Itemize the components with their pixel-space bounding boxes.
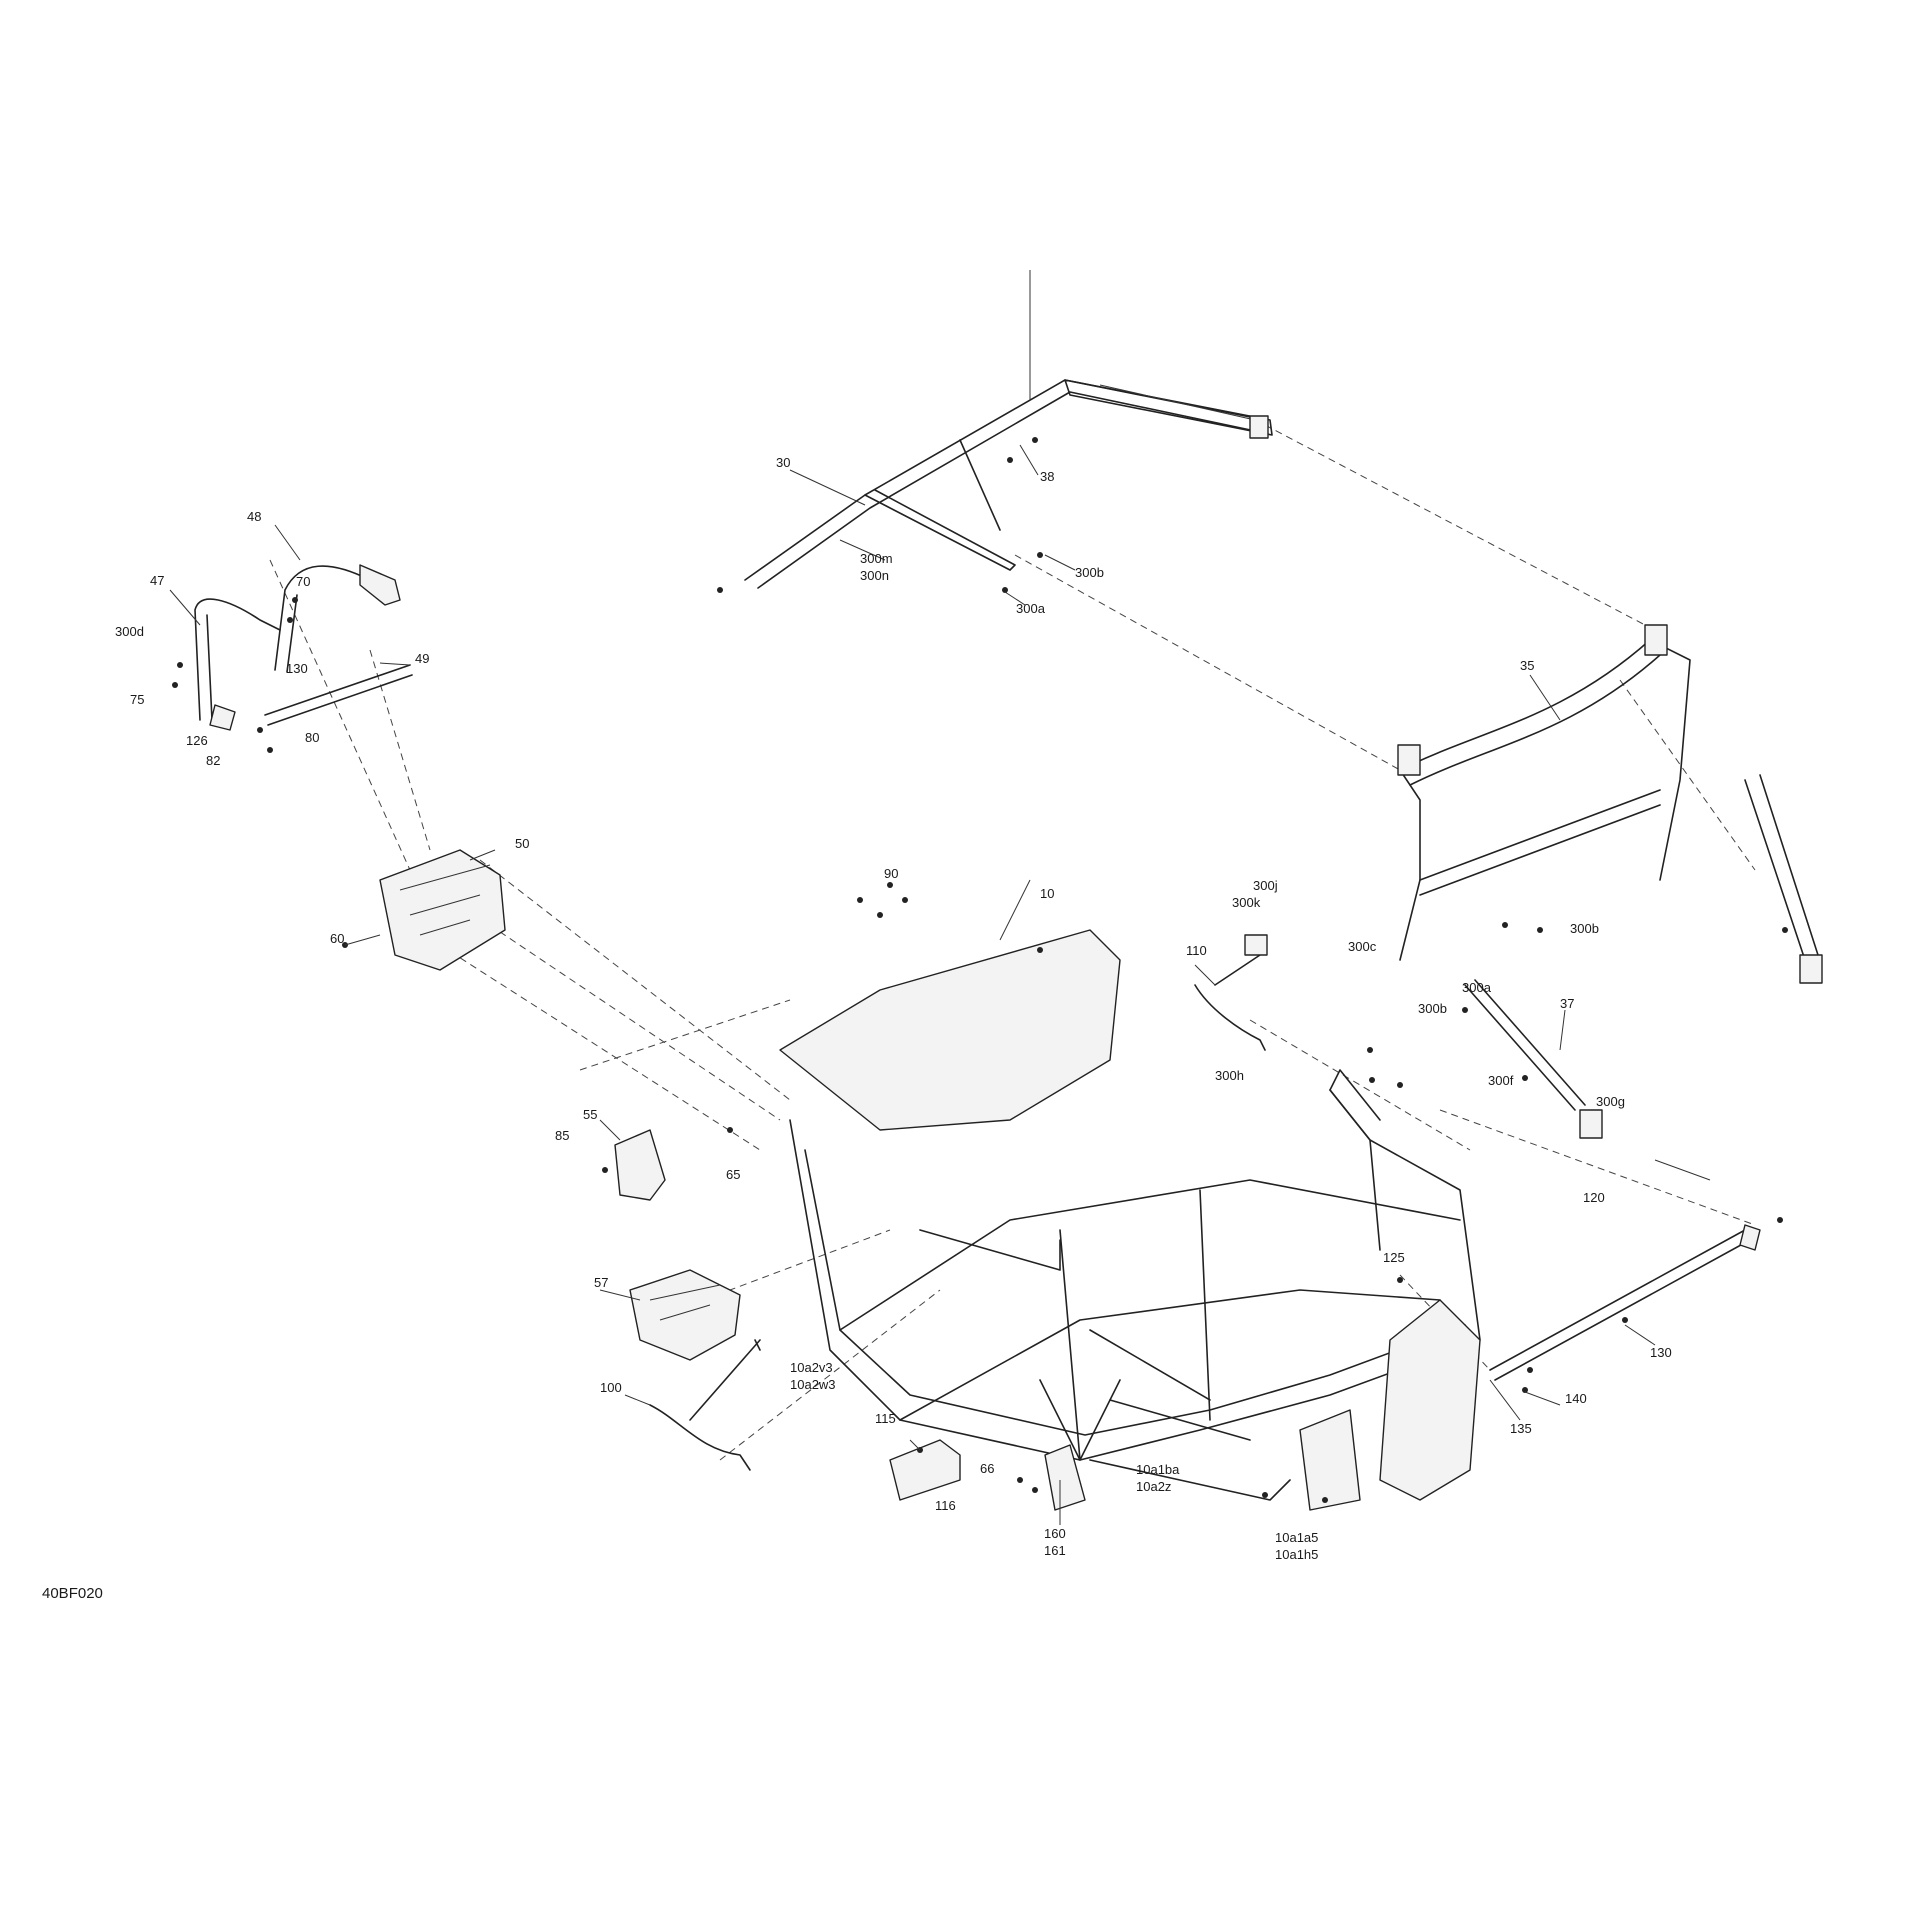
label-60: 60 <box>330 931 344 946</box>
label-82: 82 <box>206 753 220 768</box>
part-55-bracket <box>614 1129 666 1201</box>
label-116: 116 <box>935 1498 956 1513</box>
label-100: 100 <box>600 1380 622 1395</box>
label-300m: 300m <box>860 551 893 566</box>
label-300g: 300g <box>1596 1094 1625 1109</box>
label-115: 115 <box>875 1411 896 1426</box>
label-55: 55 <box>583 1107 597 1122</box>
label-110: 110 <box>1186 943 1207 958</box>
label-300b-right: 300b <box>1570 921 1599 936</box>
label-30: 30 <box>776 455 790 470</box>
label-130-upper: 130 <box>286 661 308 676</box>
label-10: 10 <box>1040 886 1054 901</box>
label-130-lower: 130 <box>1650 1345 1672 1360</box>
label-300a-top: 300a <box>1016 601 1046 616</box>
label-35: 35 <box>1520 658 1534 673</box>
part-10-main-frame <box>779 929 1481 1511</box>
part-116-bracket <box>889 1439 961 1501</box>
part-47-48-front-bars <box>194 564 413 731</box>
label-160: 160 <box>1044 1526 1066 1541</box>
label-126: 126 <box>186 733 208 748</box>
label-65: 65 <box>726 1167 740 1182</box>
label-90: 90 <box>884 866 898 881</box>
label-300b-top: 300b <box>1075 565 1104 580</box>
label-80: 80 <box>305 730 319 745</box>
label-300f: 300f <box>1488 1073 1514 1088</box>
assembly-guide-lines <box>269 424 1756 1461</box>
label-300b-lower: 300b <box>1418 1001 1447 1016</box>
part-30-front-roll-bar <box>744 379 1273 589</box>
leader-lines <box>169 270 1711 1525</box>
label-300a-right: 300a <box>1462 980 1492 995</box>
label-48: 48 <box>247 509 261 524</box>
part-50-front-bracket <box>379 849 506 971</box>
part-35-rear-roll-bar <box>1397 624 1823 1139</box>
label-10a1a5: 10a1a5 <box>1275 1530 1318 1545</box>
part-110-bar <box>1194 934 1268 1051</box>
label-38: 38 <box>1040 469 1054 484</box>
callout-labels: 10 30 35 37 38 47 48 49 50 55 57 60 65 6… <box>115 455 1672 1562</box>
label-70: 70 <box>296 574 310 589</box>
label-161: 161 <box>1044 1543 1066 1558</box>
label-120: 120 <box>1583 1190 1605 1205</box>
label-300c: 300c <box>1348 939 1377 954</box>
label-37: 37 <box>1560 996 1574 1011</box>
label-66: 66 <box>980 1461 994 1476</box>
label-10a2z: 10a2z <box>1136 1479 1171 1494</box>
label-10a2w3: 10a2w3 <box>790 1377 836 1392</box>
fasteners <box>172 437 1788 1503</box>
label-50: 50 <box>515 836 529 851</box>
label-135: 135 <box>1510 1421 1532 1436</box>
label-49: 49 <box>415 651 429 666</box>
label-47: 47 <box>150 573 164 588</box>
label-140: 140 <box>1565 1391 1587 1406</box>
label-10a1h5: 10a1h5 <box>1275 1547 1318 1562</box>
label-300j: 300j <box>1253 878 1278 893</box>
label-300d: 300d <box>115 624 144 639</box>
label-125: 125 <box>1383 1250 1405 1265</box>
label-85: 85 <box>555 1128 569 1143</box>
part-120-rod <box>1489 1224 1761 1381</box>
part-160-bracket <box>1044 1444 1086 1511</box>
diagram-code: 40BF020 <box>42 1585 103 1602</box>
label-57: 57 <box>594 1275 608 1290</box>
label-300k: 300k <box>1232 895 1261 910</box>
label-75: 75 <box>130 692 144 707</box>
part-100-bar <box>649 1339 761 1471</box>
label-10a2v3: 10a2v3 <box>790 1360 833 1375</box>
label-10a1ba: 10a1ba <box>1136 1462 1180 1477</box>
part-57-bracket <box>629 1269 741 1361</box>
label-300h: 300h <box>1215 1068 1244 1083</box>
label-300n: 300n <box>860 568 889 583</box>
